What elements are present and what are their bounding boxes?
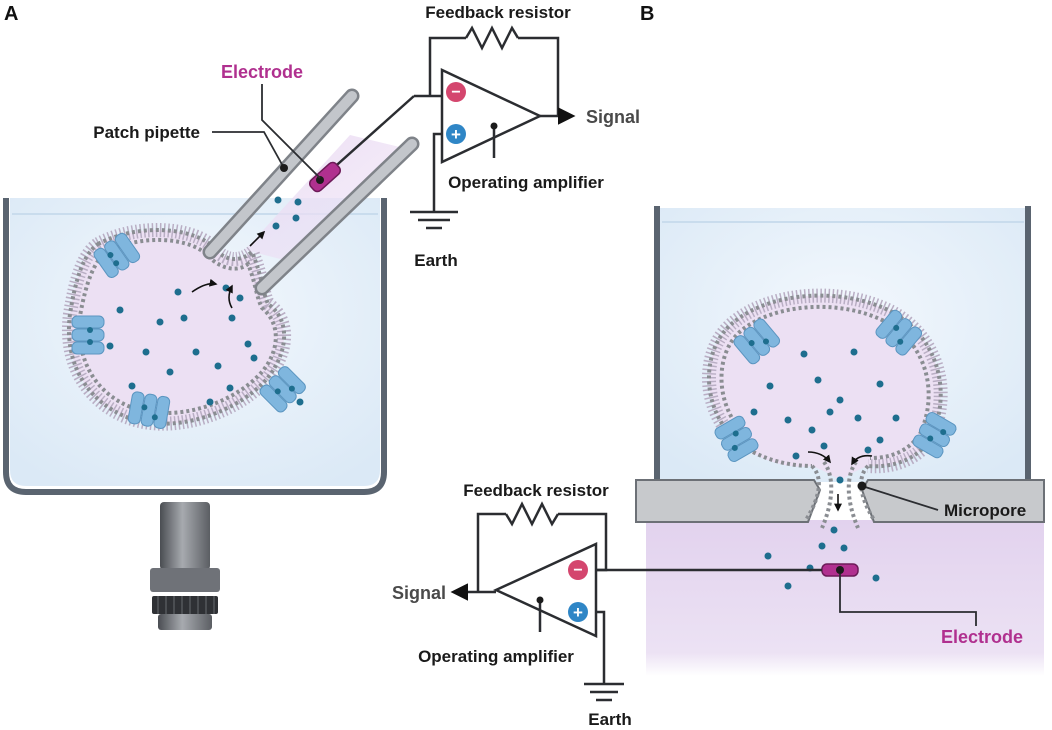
label-operating-amplifier-b: Operating amplifier (418, 647, 574, 666)
label-patch-pipette-a: Patch pipette (93, 123, 200, 142)
svg-text:−: − (451, 84, 460, 101)
circuit-a (410, 25, 576, 230)
amp-dot-a (490, 122, 498, 130)
panel-label-a: A (4, 3, 18, 25)
panel-label-b: B (640, 3, 654, 25)
flow-arrow-a3 (249, 230, 266, 247)
svg-text:+: + (451, 125, 461, 144)
label-feedback-resistor-a: Feedback resistor (425, 3, 571, 22)
plus-badge-a: + (446, 124, 466, 144)
label-earth-a: Earth (414, 251, 457, 270)
leader-electrode-a (261, 84, 321, 179)
label-earth-b: Earth (588, 710, 631, 729)
label-micropore: Micropore (944, 501, 1026, 520)
leader-electrode-b (839, 574, 977, 626)
objective-lens (150, 502, 220, 630)
ion-channel-a3 (127, 391, 171, 429)
lower-solution-b (646, 520, 1044, 676)
flow-arrow-a2 (225, 284, 233, 309)
ions-b (750, 348, 900, 590)
label-feedback-resistor-b: Feedback resistor (463, 481, 609, 500)
minus-badge-b: − (568, 560, 588, 580)
svg-text:+: + (573, 603, 583, 622)
pipette-solution-a (245, 135, 412, 262)
ion-channel-b2 (875, 309, 923, 356)
electrode-a (308, 95, 415, 193)
ions-a (106, 284, 304, 406)
leader-micropore (861, 485, 939, 511)
label-electrode-b: Electrode (941, 627, 1023, 647)
ion-channel-a2 (71, 315, 105, 355)
ion-channel-b1 (733, 318, 781, 365)
plus-badge-b: + (568, 602, 588, 622)
leader-dot-pipette-a (280, 164, 288, 172)
svg-text:−: − (573, 562, 582, 579)
leader-pipette-a (212, 131, 285, 169)
flow-arrow-a1 (191, 278, 218, 293)
patch-pipette-a (202, 88, 420, 296)
label-signal-a: Signal (586, 107, 640, 127)
ion-channel-b4 (912, 412, 957, 459)
label-signal-b: Signal (392, 583, 446, 603)
flow-arrow-b1 (807, 451, 832, 464)
label-electrode-a: Electrode (221, 62, 303, 82)
ion-channel-a1 (93, 232, 141, 278)
leader-dot-micropore (857, 481, 867, 491)
minus-badge-a: − (446, 82, 466, 102)
ion-channel-b3 (714, 415, 759, 462)
label-operating-amplifier-a: Operating amplifier (448, 173, 604, 192)
amp-dot-b (536, 596, 544, 604)
flow-arrow-b2 (851, 454, 873, 466)
ion-channel-a4 (259, 366, 306, 413)
ions-pipette-a (272, 196, 302, 230)
